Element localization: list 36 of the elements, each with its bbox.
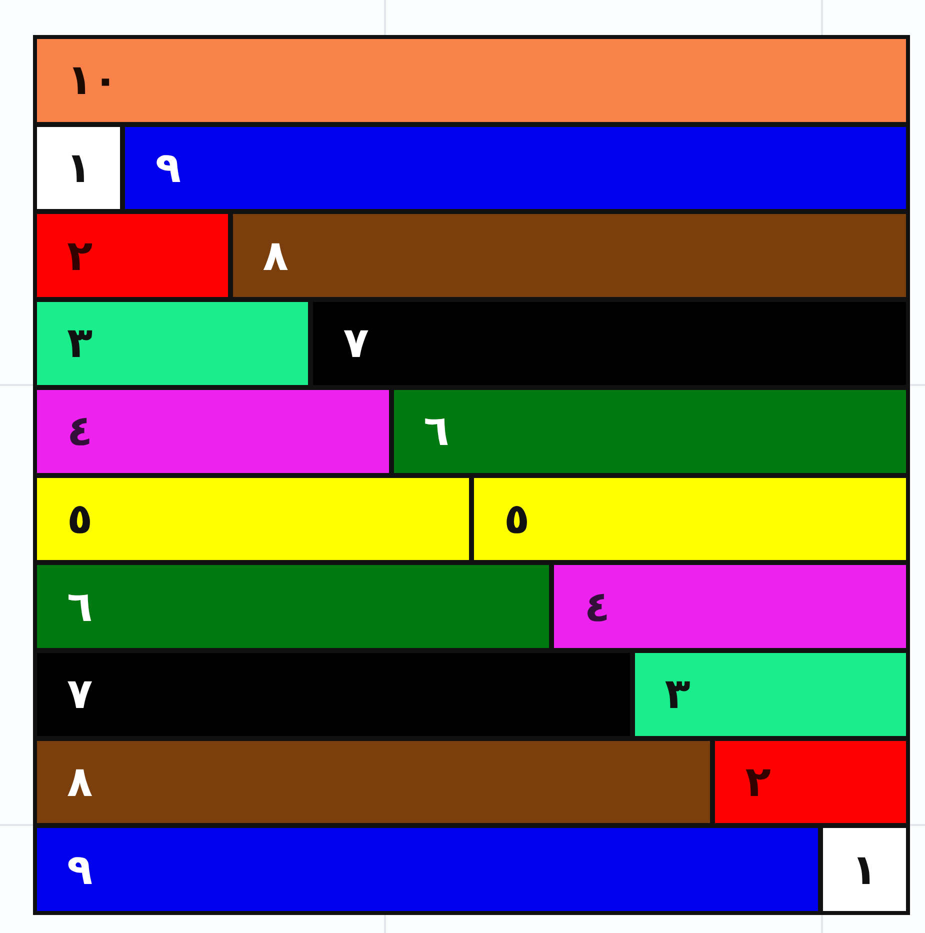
number-rod [37,390,389,473]
number-rod [37,302,308,385]
number-rod [634,652,906,736]
rod-number: ٣ [67,322,93,364]
rod-number: ٢ [745,760,771,803]
number-rod [474,478,906,560]
rod-number: ٢ [67,234,93,277]
number-rod [715,740,906,824]
rod-number: ٥ [67,498,93,540]
rod-number: ١ [851,848,878,891]
rod-number: ٦ [67,586,93,628]
rod-number: ٩ [67,848,93,891]
rod-number: ١ [66,147,92,190]
number-rod [37,828,818,912]
rod-number: ٧ [343,322,369,364]
number-rod [394,390,906,473]
rod-number: ١٠ [67,59,118,102]
rod-number: ٤ [584,586,610,628]
number-rod [232,214,906,298]
number-rod [37,39,906,122]
number-rod [37,565,550,648]
number-rod [125,126,906,210]
rod-number: ٨ [262,234,288,277]
rod-number: ٥ [504,498,530,540]
number-rod [37,740,710,824]
rod-number: ٨ [67,760,93,803]
rod-number: ٧ [67,673,93,716]
number-rod [37,126,120,210]
number-rod [554,565,906,648]
number-rod [822,828,906,912]
rod-number: ٩ [155,147,182,190]
rod-number: ٤ [67,410,93,452]
rod-number: ٣ [664,673,690,716]
number-rod [37,214,228,298]
number-rod [37,478,469,560]
rod-number: ٦ [424,410,450,452]
